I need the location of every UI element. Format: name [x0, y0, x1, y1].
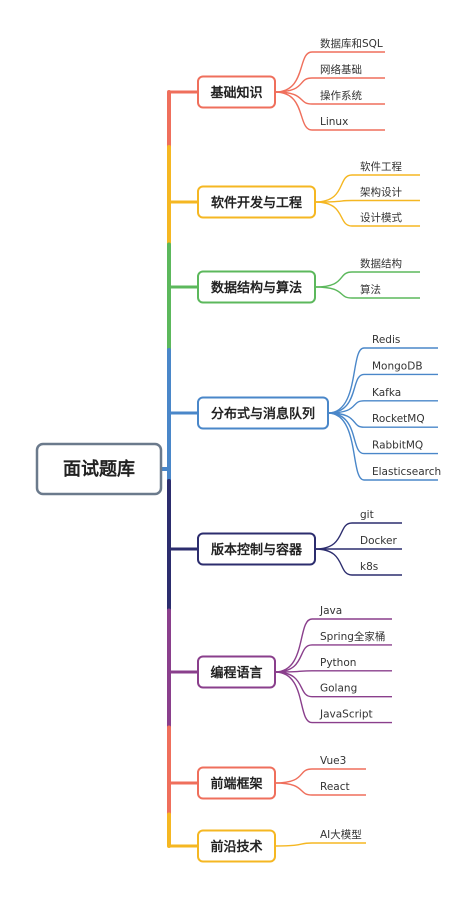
- leaf-connector: [327, 400, 438, 414]
- leaf-connector: [274, 91, 385, 131]
- leaf-node-label: Vue3: [320, 755, 346, 767]
- branch-node-label: 分布式与消息队列: [211, 406, 315, 422]
- leaf-connector: [314, 286, 420, 299]
- leaf-connector: [274, 782, 366, 796]
- leaf-node-label: JavaScript: [319, 709, 373, 721]
- branch-node-label: 前沿技术: [210, 839, 262, 855]
- leaf-connector: [274, 51, 385, 93]
- leaf-node-label: git: [360, 509, 374, 521]
- branch-node-label: 基础知识: [209, 85, 262, 101]
- leaf-connector: [314, 201, 420, 227]
- leaf-node-label: 操作系统: [320, 89, 362, 102]
- root-node-label: 面试题库: [63, 458, 135, 480]
- leaf-connector: [274, 618, 392, 673]
- leaf-node-label: React: [320, 781, 350, 793]
- branch-node-1: 基础知识: [197, 75, 276, 109]
- branch-connectors: [169, 90, 198, 848]
- leaf-node-label: 数据结构: [360, 257, 402, 270]
- leaf-node-label: Linux: [320, 116, 348, 128]
- branch-node-label: 软件开发与工程: [211, 195, 302, 211]
- leaf-node-label: Java: [319, 605, 342, 617]
- branch-node-box: [197, 532, 316, 566]
- branch-node-5: 版本控制与容器: [197, 532, 316, 566]
- leaf-node-label: Redis: [372, 334, 400, 346]
- branch-node-label: 数据结构与算法: [211, 280, 302, 296]
- branch-node-box: [197, 396, 329, 430]
- leaf-node-label: RabbitMQ: [372, 440, 423, 452]
- leaf-node-label: 数据库和SQL: [320, 37, 383, 50]
- leaf-connector: [314, 522, 402, 550]
- branch-node-label: 版本控制与容器: [211, 542, 303, 558]
- branch-node-3: 数据结构与算法: [197, 270, 316, 304]
- branch-node-box: [197, 270, 316, 304]
- leaf-connector: [274, 670, 392, 673]
- leaf-node-label: 架构设计: [360, 186, 402, 199]
- root-node-box: [35, 442, 163, 496]
- leaf-node-label: Golang: [320, 683, 357, 695]
- leaf-node-label: Elasticsearch: [372, 466, 441, 478]
- branch-node-8: 前沿技术: [197, 829, 276, 863]
- leaf-connector: [327, 412, 438, 481]
- leaf-connector: [274, 644, 392, 673]
- branch-node-box: [197, 766, 276, 800]
- branch-node-box: [197, 185, 316, 219]
- leaf-node-label: Docker: [360, 535, 397, 547]
- leaf-connector: [327, 412, 438, 455]
- leaf-node-label: 算法: [360, 283, 381, 296]
- branch-node-label: 前端框架: [210, 776, 262, 792]
- trunk-lines: [161, 90, 171, 848]
- leaf-connector: [327, 347, 438, 414]
- branch-node-6: 编程语言: [197, 655, 276, 689]
- branch-node-box: [197, 75, 276, 109]
- leaf-connector: [327, 373, 438, 414]
- leaf-connector: [314, 174, 420, 203]
- leaf-connector: [274, 77, 385, 93]
- leaf-node-label: Python: [320, 657, 356, 669]
- branch-node-4: 分布式与消息队列: [197, 396, 329, 430]
- leaf-connector: [274, 842, 366, 847]
- leaf-node-label: 软件工程: [360, 160, 402, 173]
- leaf-node-label: Spring全家桶: [320, 630, 385, 643]
- leaf-connector: [274, 768, 366, 784]
- branch-node-label: 编程语言: [210, 665, 262, 681]
- leaf-node-label: AI大模型: [320, 828, 362, 841]
- root-node: 面试题库: [35, 442, 163, 496]
- leaf-node-label: MongoDB: [372, 360, 423, 372]
- leaf-node-label: 设计模式: [360, 211, 402, 224]
- leaf-node-label: k8s: [360, 561, 378, 573]
- leaf-node-label: 网络基础: [320, 63, 362, 76]
- leaf-connector: [274, 671, 392, 698]
- leaf-connectors: [274, 51, 438, 847]
- branch-node-7: 前端框架: [197, 766, 276, 800]
- leaf-connector: [274, 671, 392, 724]
- leaf-node-label: RocketMQ: [372, 413, 425, 425]
- branch-node-box: [197, 655, 276, 689]
- leaf-node-label: Kafka: [372, 387, 401, 399]
- leaf-connector: [314, 199, 420, 203]
- leaf-connector: [314, 271, 420, 288]
- branch-node-2: 软件开发与工程: [197, 185, 316, 219]
- branch-node-box: [197, 829, 276, 863]
- leaf-connector: [314, 548, 402, 576]
